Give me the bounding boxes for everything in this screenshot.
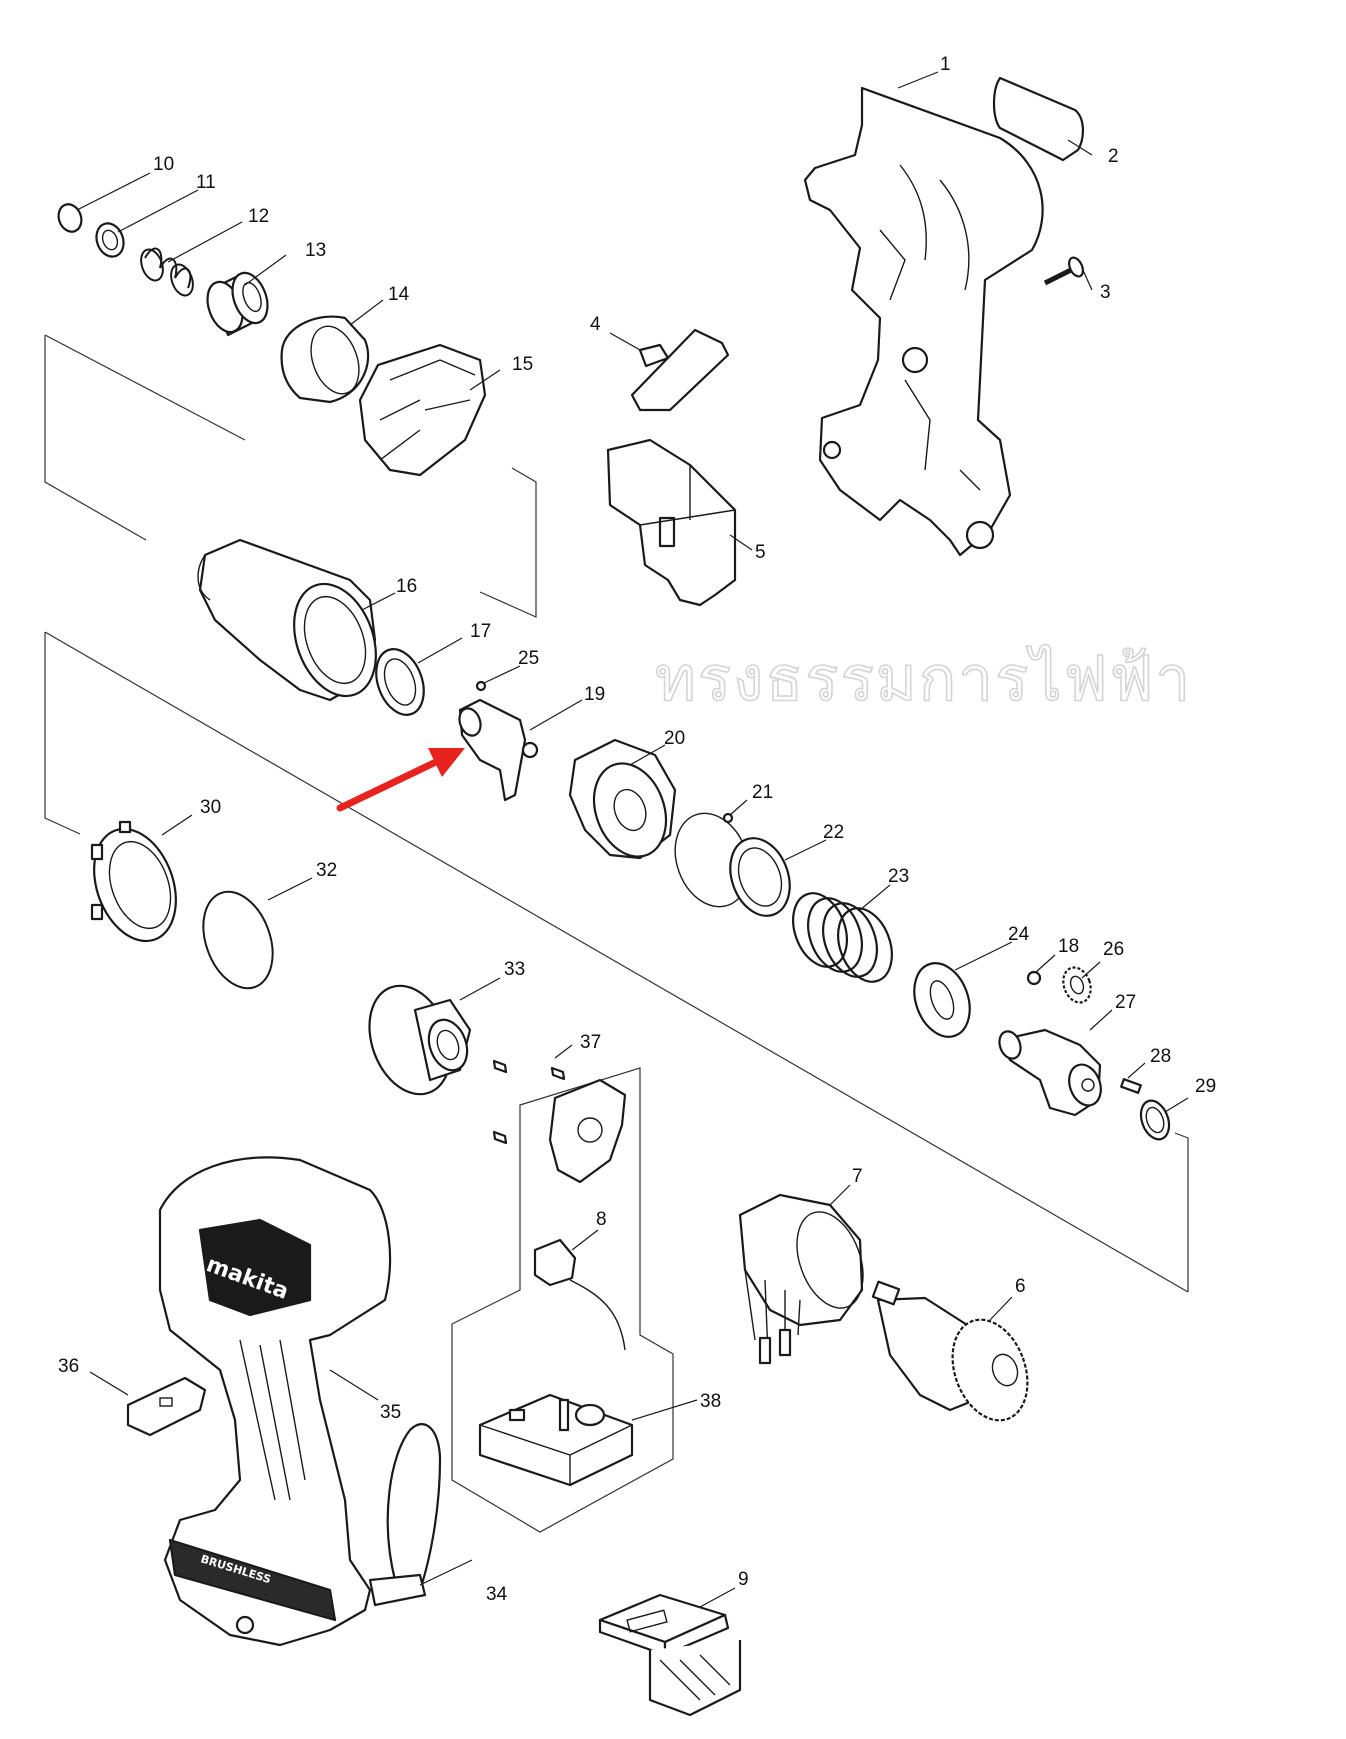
controller-plate [548,1078,627,1184]
part-14-ring-cap [280,315,370,404]
part-9-terminal [598,1593,742,1717]
label-part-2: 2 [1108,146,1119,167]
label-part-5: 5 [755,542,766,563]
label-part-24: 24 [1008,924,1030,945]
label-part-35: 35 [380,1402,401,1423]
part-25-ball [475,680,487,692]
part-19-anvil [458,698,539,802]
label-part-38: 38 [700,1391,721,1412]
label-part-16: 16 [396,576,417,597]
part-11-washer [95,222,125,258]
label-part-15: 15 [512,354,533,375]
part-7-stator [738,1193,864,1365]
part-23-spring [792,892,893,983]
part-10-retaining-ring [57,203,83,233]
label-part-19: 19 [584,684,605,705]
assembly-frame-lines [44,334,1189,1533]
part-3-screw [1043,256,1084,286]
part-26-gear [1062,966,1092,1004]
part-8-sensor [533,1238,626,1351]
part-number-labels: 1 2 3 4 5 6 7 8 9 10 11 12 13 14 15 16 1… [58,54,1216,1605]
part-17-washer [375,648,425,716]
label-part-25: 25 [518,648,539,669]
label-part-23: 23 [888,866,909,887]
label-part-13: 13 [305,240,326,261]
part-12-spring [140,247,194,297]
label-part-4: 4 [590,314,601,335]
part-1-housing-half [803,86,1044,557]
part-5-switch [606,438,737,607]
part-20-hammer [568,738,677,860]
label-part-21: 21 [752,782,773,803]
part-16-hammer-case [197,538,377,702]
label-part-8: 8 [596,1209,607,1230]
label-part-33: 33 [504,959,525,980]
part-2-label-plate [992,76,1084,162]
highlight-arrow [336,748,465,812]
part-18-ball [1026,970,1042,986]
label-part-10: 10 [153,154,174,175]
part-15-bumper [358,343,487,477]
label-part-20: 20 [664,728,685,749]
label-part-7: 7 [852,1166,863,1187]
part-35-tool-body: makita BRUSHLESS [158,1156,392,1647]
label-part-17: 17 [470,621,491,642]
label-part-26: 26 [1103,939,1124,960]
label-part-22: 22 [823,822,844,843]
label-part-28: 28 [1150,1046,1171,1067]
label-part-27: 27 [1115,992,1136,1013]
part-32-o-ring [202,890,274,990]
label-part-1: 1 [940,54,951,75]
part-28-pin [1120,1078,1142,1094]
part-36-button [126,1376,207,1437]
part-13-sleeve [206,271,269,337]
label-part-36: 36 [58,1356,79,1377]
label-part-12: 12 [248,206,269,227]
part-37-screws [492,1059,566,1145]
leader-lines [76,71,1189,1608]
label-part-9: 9 [738,1569,749,1590]
part-22-washer [729,837,791,917]
label-part-11: 11 [196,172,216,193]
label-part-30: 30 [200,797,221,818]
label-part-18: 18 [1058,936,1079,957]
label-part-6: 6 [1015,1276,1026,1297]
part-6-rotor [871,1280,1029,1422]
part-30-ring [90,820,177,943]
part-33-bearing-retainer [368,984,472,1096]
label-part-14: 14 [388,284,410,305]
part-34-strap [368,1423,442,1607]
label-part-37: 37 [580,1032,601,1053]
label-part-32: 32 [316,860,337,881]
part-38-controller [478,1393,634,1487]
part-24-washer [913,962,971,1038]
label-part-3: 3 [1100,282,1111,303]
label-part-34: 34 [486,1584,508,1605]
part-27-spindle [998,1028,1102,1117]
watermark-text: ทรงธรรมการไฟฟ้า [655,642,1192,715]
part-4-switch-lever [630,328,730,412]
label-part-29: 29 [1195,1076,1216,1097]
part-29-washer [1139,1099,1171,1141]
